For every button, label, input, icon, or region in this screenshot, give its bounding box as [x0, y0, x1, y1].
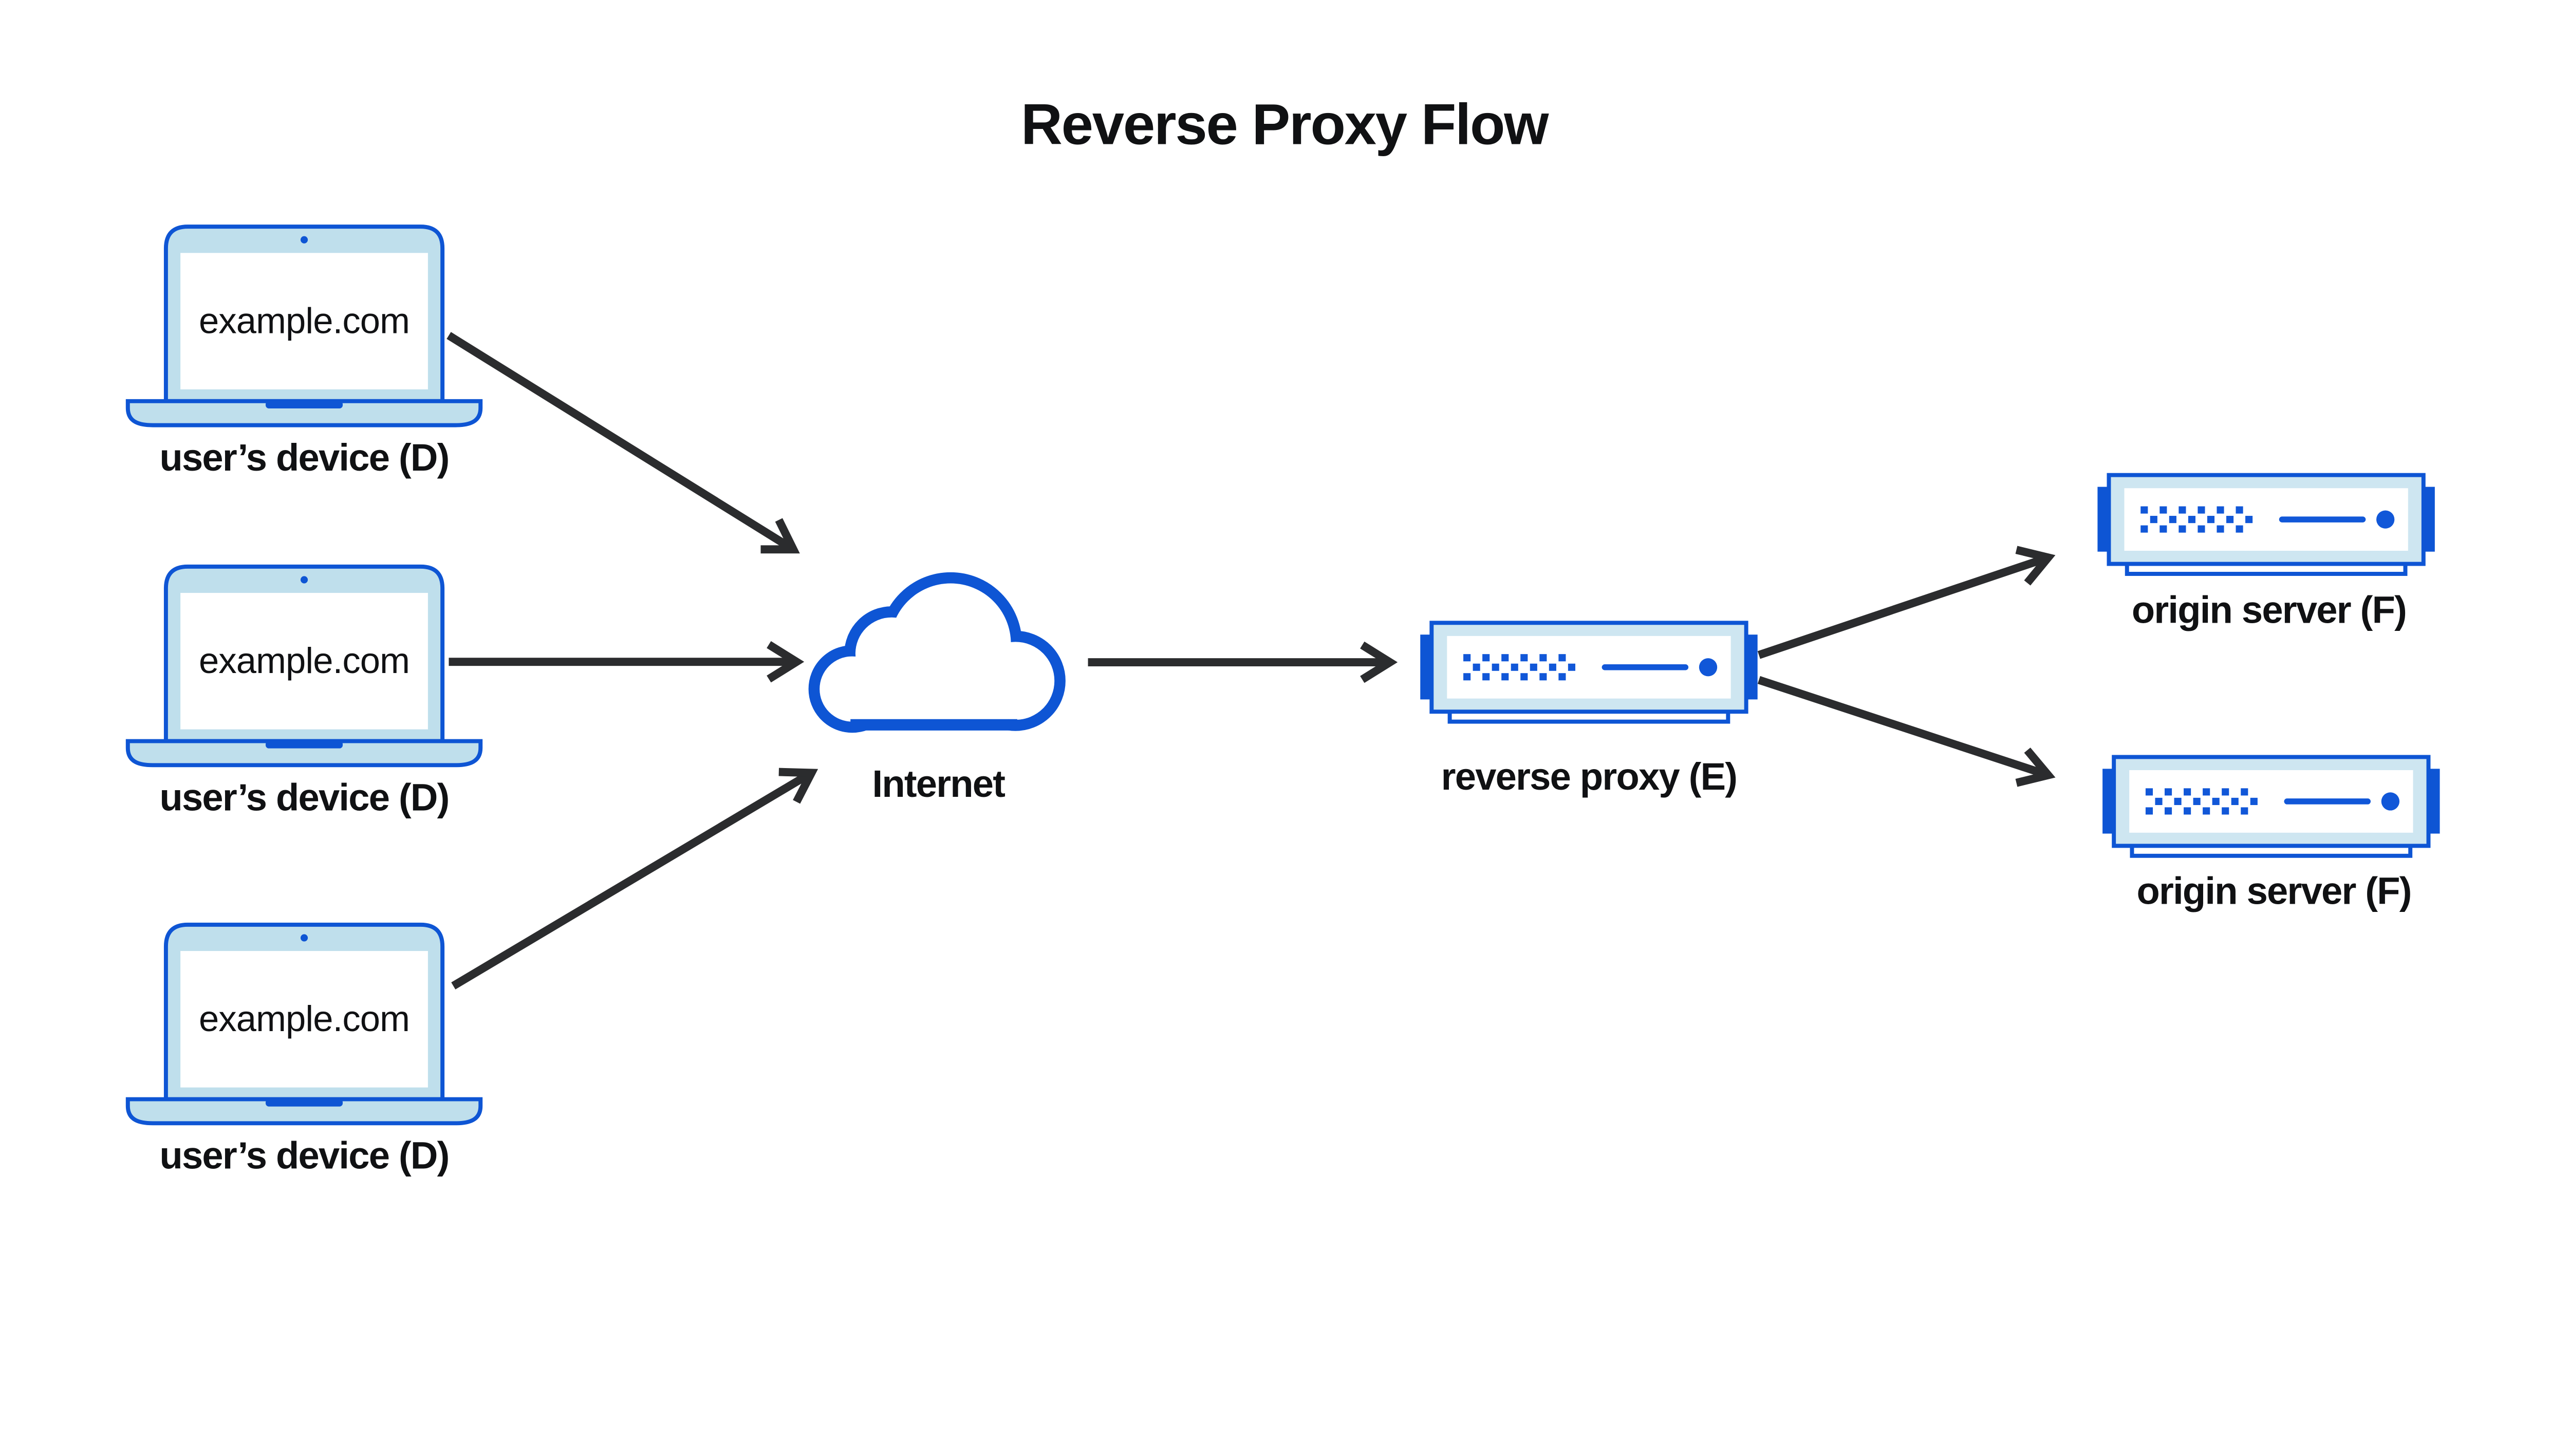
camera-dot-icon: [300, 236, 308, 244]
arrow-proxy-to-origin1: [1757, 546, 2056, 659]
arrowhead-icon: [2015, 546, 2056, 586]
origin-server-1-node: origin server (F): [2097, 473, 2435, 631]
server-vent-dots: [1463, 654, 1575, 681]
arrowhead-icon: [2015, 748, 2056, 787]
device-screen-text: example.com: [199, 300, 409, 341]
cloud-icon: [808, 572, 1066, 733]
page-title: Reverse Proxy Flow: [1021, 92, 1549, 157]
laptop-icon: [125, 225, 483, 427]
arrow-device1-to-internet: [446, 332, 800, 554]
server-left-ear: [2097, 487, 2110, 552]
arrow-proxy-to-origin2: [1757, 676, 2056, 787]
server-power-dot: [2381, 792, 2400, 811]
arrowhead-icon: [767, 641, 805, 683]
reverse-proxy-node: reverse proxy (E): [1420, 621, 1758, 798]
server-vent-dots: [2140, 506, 2253, 533]
server-icon: [2097, 473, 2435, 576]
server-icon: [1420, 621, 1758, 724]
laptop-icon: [125, 922, 483, 1126]
server-power-dot: [1699, 658, 1718, 677]
origin-server-2-node: origin server (F): [2102, 755, 2440, 912]
laptop-icon: [125, 564, 483, 768]
camera-dot-icon: [300, 576, 308, 584]
server-left-ear: [1420, 634, 1433, 700]
server-icon: [2102, 755, 2440, 858]
internet-node: Internet: [808, 572, 1066, 805]
device-label: user’s device (D): [159, 436, 449, 479]
server-right-ear: [2423, 487, 2435, 552]
arrow-internet-to-proxy: [1088, 641, 1398, 683]
reverse-proxy-label: reverse proxy (E): [1441, 755, 1737, 798]
hinge-notch: [266, 1099, 343, 1107]
arrowhead-icon: [778, 768, 818, 804]
server-right-ear: [2427, 769, 2440, 834]
server-power-dot: [2376, 510, 2395, 529]
device-label: user’s device (D): [159, 1134, 449, 1177]
arrow-device2-to-internet: [449, 641, 805, 683]
device-screen-text: example.com: [199, 640, 409, 681]
arrow-device3-to-internet: [451, 768, 818, 990]
hinge-notch: [266, 741, 343, 749]
origin-server-1-label: origin server (F): [2132, 588, 2406, 631]
origin-server-2-label: origin server (F): [2137, 869, 2411, 912]
user-device-3: example.com user’s device (D): [125, 922, 483, 1177]
server-vent-dots: [2145, 788, 2258, 815]
device-label: user’s device (D): [159, 776, 449, 819]
internet-label: Internet: [872, 762, 1006, 805]
arrowhead-icon: [1360, 641, 1398, 683]
server-left-ear: [2102, 769, 2115, 834]
arrowhead-icon: [760, 518, 800, 554]
camera-dot-icon: [300, 934, 308, 942]
user-device-2: example.com user’s device (D): [125, 564, 483, 819]
reverse-proxy-flow-diagram: Reverse Proxy Flow example.com user’s de…: [125, 92, 2440, 1177]
device-screen-text: example.com: [199, 998, 409, 1039]
hinge-notch: [266, 401, 343, 408]
server-right-ear: [1745, 634, 1758, 700]
user-device-1: example.com user’s device (D): [125, 225, 483, 479]
